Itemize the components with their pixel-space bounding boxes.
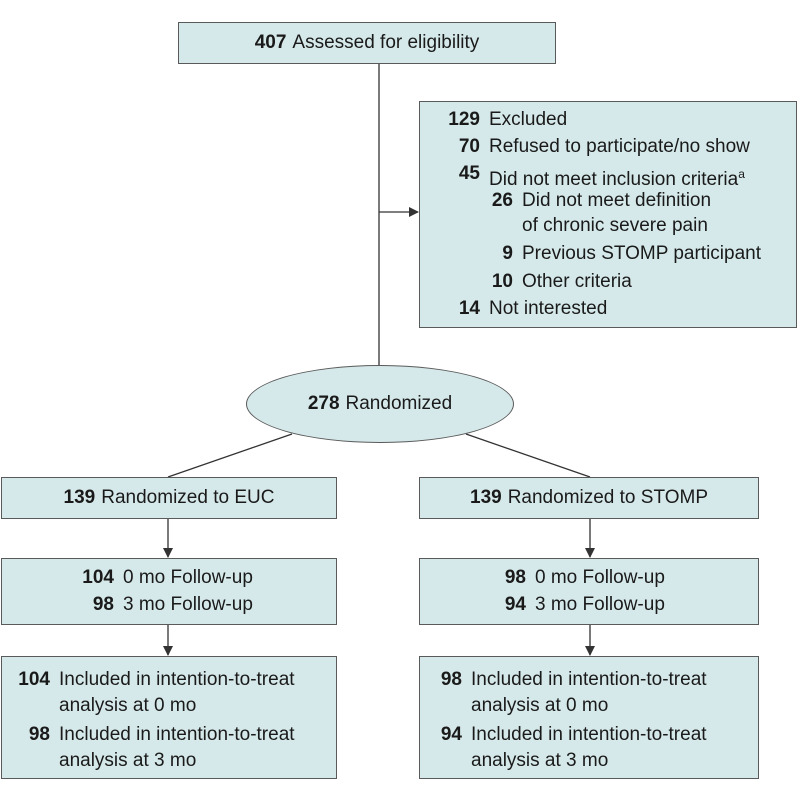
euc-analysis-3-count: 98 xyxy=(28,724,50,745)
euc-analysis-0-label-2: analysis at 0 mo xyxy=(59,695,197,716)
excluded-box: 129 Excluded 70 Refused to participate/n… xyxy=(419,101,797,328)
line-randomized-to-stomp xyxy=(465,433,591,478)
not-interested-count: 14 xyxy=(458,298,480,319)
stomp-followup-0-label: 0 mo Follow-up xyxy=(535,567,665,588)
excluded-count: 129 xyxy=(448,109,480,130)
euc-followup-0-count: 104 xyxy=(82,567,114,588)
not-meet-definition-label-2: of chronic severe pain xyxy=(522,215,708,236)
stomp-analysis-3-label: Included in intention-to-treat xyxy=(471,724,707,745)
stomp-followup-3-count: 94 xyxy=(504,594,526,615)
stomp-allocation-count: 139 xyxy=(470,487,502,508)
not-meet-definition-label: Did not meet definition xyxy=(522,190,712,211)
stomp-followup-0-count: 98 xyxy=(504,567,526,588)
euc-analysis-0-label: Included in intention-to-treat xyxy=(59,669,295,690)
stomp-allocation-label: Randomized to STOMP xyxy=(507,487,708,508)
euc-followup-3-label: 3 mo Follow-up xyxy=(123,594,253,615)
stomp-followup-box: 98 0 mo Follow-up 94 3 mo Follow-up xyxy=(419,558,759,625)
not-meet-criteria-label: Did not meet inclusion criteria xyxy=(489,169,739,190)
refused-label: Refused to participate/no show xyxy=(489,136,750,157)
euc-analysis-box: 104 Included in intention-to-treat analy… xyxy=(1,656,337,779)
stomp-analysis-0-count: 98 xyxy=(440,669,462,690)
stomp-analysis-box: 98 Included in intention-to-treat analys… xyxy=(419,656,759,779)
previous-stomp-label: Previous STOMP participant xyxy=(522,243,762,264)
not-meet-definition-count: 26 xyxy=(491,190,513,211)
euc-followup-3-count: 98 xyxy=(92,594,114,615)
euc-allocation-label: Randomized to EUC xyxy=(101,487,275,508)
other-criteria-count: 10 xyxy=(491,271,513,292)
not-interested-label: Not interested xyxy=(489,298,608,319)
assessed-label: Assessed for eligibility xyxy=(292,32,480,53)
not-meet-criteria-count: 45 xyxy=(458,163,480,184)
stomp-analysis-0-label: Included in intention-to-treat xyxy=(471,669,707,690)
stomp-analysis-0-label-2: analysis at 0 mo xyxy=(471,695,609,716)
stomp-analysis-3-label-2: analysis at 3 mo xyxy=(471,750,609,771)
randomized-count: 278 xyxy=(307,393,340,414)
euc-allocation-count: 139 xyxy=(63,487,96,508)
euc-analysis-3-label: Included in intention-to-treat xyxy=(59,724,295,745)
line-randomized-to-euc xyxy=(167,433,293,478)
footnote-a: a xyxy=(738,167,745,181)
randomized-label: Randomized xyxy=(345,393,453,414)
excluded-label: Excluded xyxy=(489,109,568,130)
assessed-count: 407 xyxy=(254,32,287,53)
euc-followup-0-label: 0 mo Follow-up xyxy=(123,567,253,588)
euc-analysis-0-count: 104 xyxy=(18,669,50,690)
euc-analysis-3-label-2: analysis at 3 mo xyxy=(59,750,197,771)
other-criteria-label: Other criteria xyxy=(522,271,632,292)
previous-stomp-count: 9 xyxy=(502,243,513,264)
euc-followup-box: 104 0 mo Follow-up 98 3 mo Follow-up xyxy=(1,558,337,625)
stomp-followup-3-label: 3 mo Follow-up xyxy=(535,594,665,615)
stomp-analysis-3-count: 94 xyxy=(440,724,462,745)
not-meet-criteria-label-wrap: Did not meet inclusion criteriaa xyxy=(489,160,745,194)
refused-count: 70 xyxy=(458,136,480,157)
